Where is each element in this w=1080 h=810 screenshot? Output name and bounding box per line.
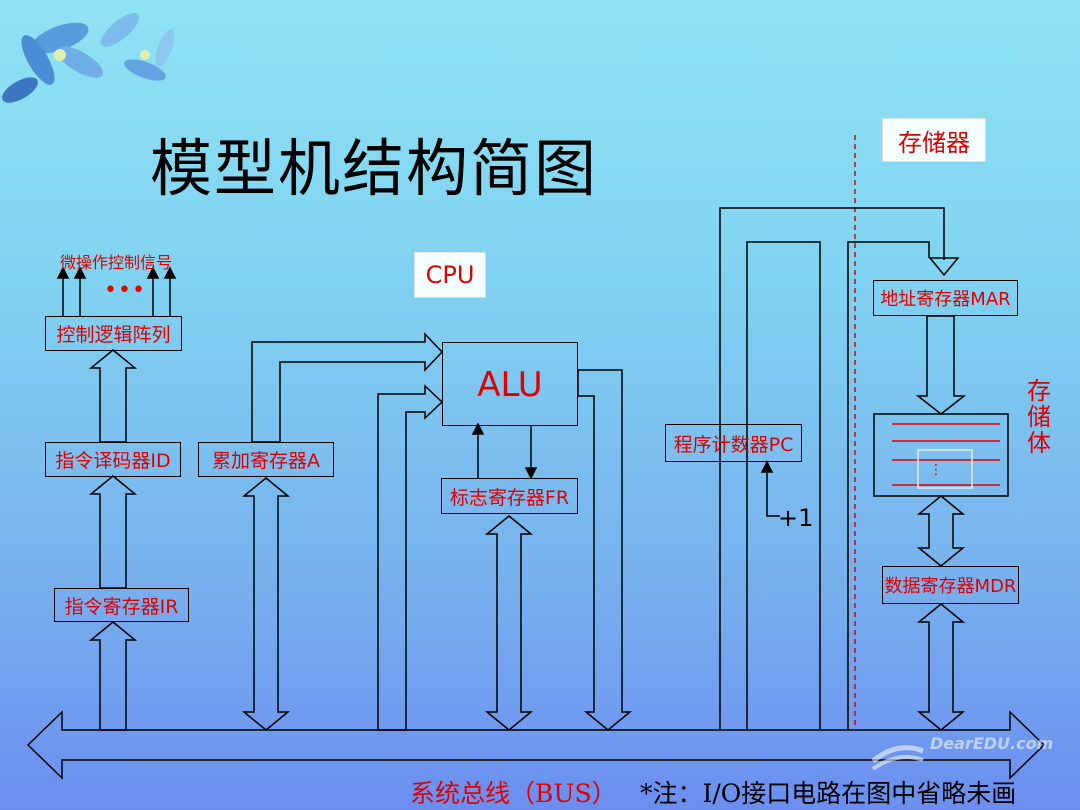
storage-body — [873, 413, 1009, 497]
data-register: 数据寄存器MDR — [882, 566, 1019, 604]
plus-one-label: +1 — [778, 504, 814, 532]
arrow-alu-to-bus — [577, 369, 633, 731]
arrow-acc-to-alu-top — [251, 332, 444, 443]
arrow-fr-bus — [484, 515, 534, 731]
instruction-register: 指令寄存器IR — [54, 588, 189, 622]
path-bus-to-pc — [746, 241, 821, 730]
arrow-bus-to-alu — [377, 384, 444, 731]
arrow-storage-mdr — [916, 495, 966, 567]
arrow-ir-to-id — [88, 475, 138, 589]
alu: ALU — [442, 342, 578, 426]
instruction-decoder: 指令译码器ID — [45, 442, 181, 477]
arrow-acc-bus — [241, 477, 291, 731]
address-register: 地址寄存器MAR — [873, 280, 1018, 316]
system-bus — [26, 710, 1046, 780]
arrow-bus-to-ir — [88, 621, 138, 731]
program-counter: 程序计数器PC — [665, 424, 802, 462]
micro-signals-label: 微操作控制信号 — [60, 253, 173, 272]
memory-label: 存储器 — [882, 118, 986, 162]
path-pc-to-mar — [719, 207, 945, 730]
storage-body-label: 存储体 — [1027, 377, 1051, 457]
accumulator: 累加寄存器A — [198, 442, 334, 477]
bus-label: 系统总线（BUS） — [410, 779, 617, 808]
control-logic-array: 控制逻辑阵列 — [45, 316, 182, 351]
ellipsis-dots: ••• — [104, 278, 146, 303]
arrow-mar-to-storage — [915, 315, 967, 415]
flag-register: 标志寄存器FR — [441, 478, 578, 514]
cpu-label: CPU — [414, 252, 486, 298]
storage-vdots: ⋮ — [929, 462, 943, 478]
flower-decoration — [2, 13, 175, 103]
page-title: 模型机结构简图 — [150, 132, 599, 205]
arrow-mdr-bus — [916, 603, 966, 731]
arrow-id-to-control — [88, 349, 138, 443]
footnote: *注：I/O接口电路在图中省略未画 — [640, 779, 1017, 808]
